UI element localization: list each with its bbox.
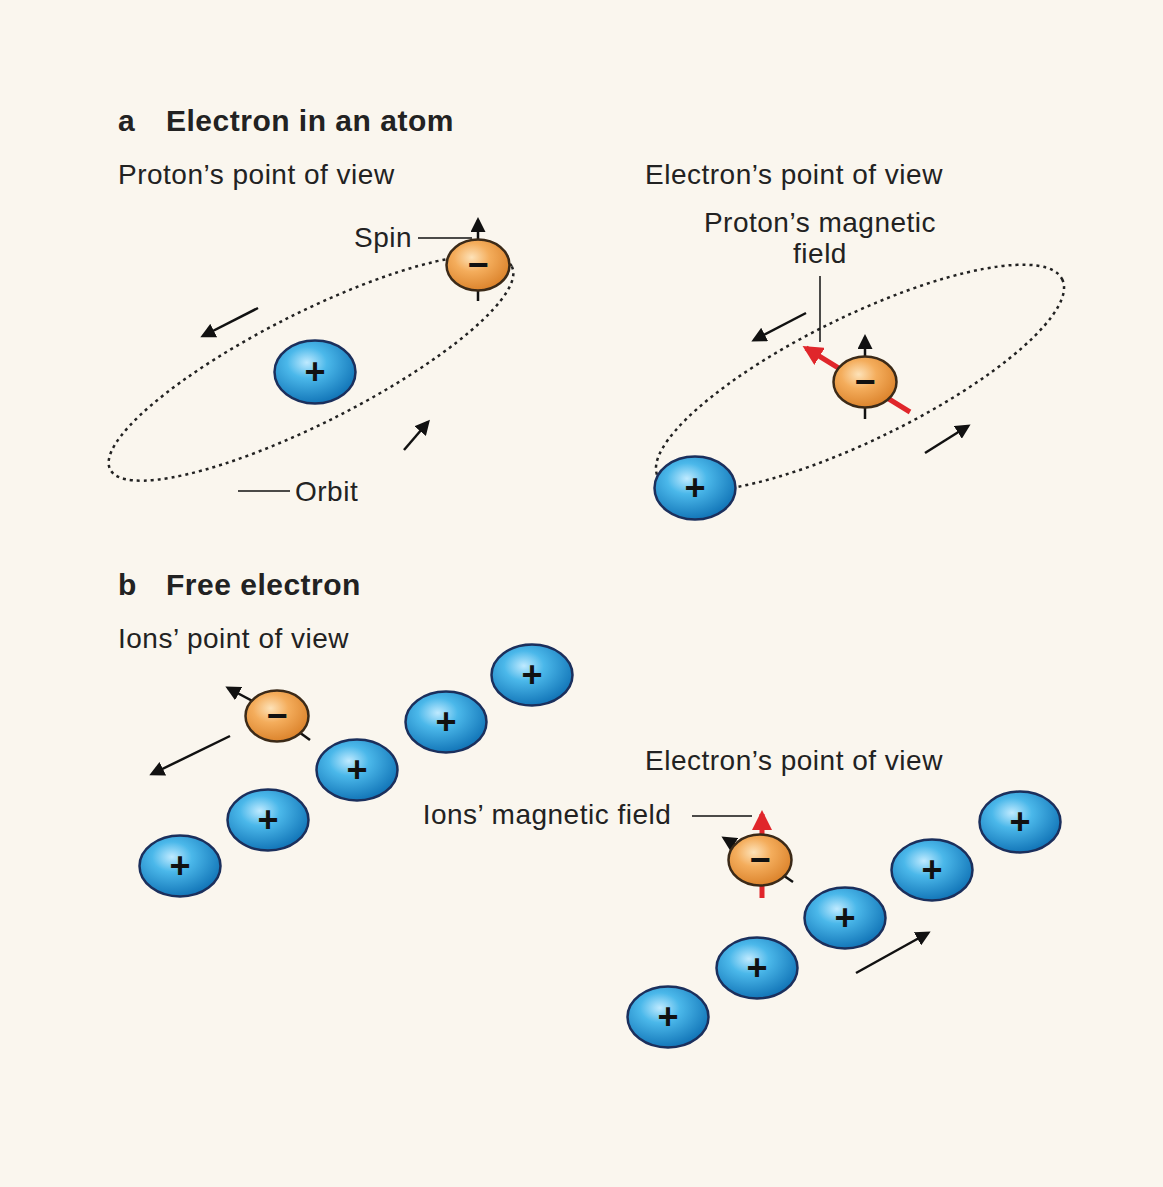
electron-circle: −: [727, 833, 793, 887]
motion-arrow: [404, 422, 428, 450]
proton-circle: +: [715, 936, 799, 1000]
motion-arrow: [203, 308, 258, 336]
panel-letter: a: [118, 104, 135, 137]
charge-sign: −: [467, 247, 488, 283]
proton-circle: +: [653, 455, 737, 521]
proton-circle: +: [138, 834, 222, 898]
panel-title: Free electron: [166, 568, 361, 601]
particle-body: [834, 357, 897, 408]
proton-circle: +: [978, 790, 1062, 854]
proton-circle: +: [626, 985, 710, 1049]
spin-arrow: [477, 220, 480, 240]
particle-body: [717, 938, 798, 999]
callout-label: Orbit: [295, 477, 358, 508]
view-caption: Electron’s point of view: [645, 746, 943, 777]
motion-arrow: [152, 736, 230, 774]
particle-body: [275, 341, 356, 404]
particle-body: [892, 840, 973, 901]
charge-sign: +: [684, 470, 705, 506]
particle-body: [140, 836, 221, 897]
orbit-path: [631, 224, 1090, 533]
view-caption: Proton’s point of view: [118, 160, 395, 191]
proton-circle: +: [890, 838, 974, 902]
particle-body: [628, 987, 709, 1048]
charge-sign: +: [257, 802, 278, 838]
panel-title: Electron in an atom: [166, 104, 454, 137]
charge-sign: −: [854, 364, 875, 400]
electron-circle: −: [445, 238, 511, 292]
particle-body: [447, 240, 510, 291]
charge-sign: +: [657, 999, 678, 1035]
callout-label: Spin: [354, 223, 412, 254]
charge-sign: +: [169, 848, 190, 884]
proton-circle: +: [315, 738, 399, 802]
proton-circle: +: [490, 643, 574, 707]
spin-arrow: [864, 337, 867, 357]
charge-sign: +: [304, 354, 325, 390]
particle-body: [406, 692, 487, 753]
view-caption: Ions’ point of view: [118, 624, 349, 655]
leader-line: [418, 237, 472, 239]
particle-body: [729, 835, 792, 886]
charge-sign: +: [746, 950, 767, 986]
particle-body: [805, 888, 886, 949]
charge-sign: +: [921, 852, 942, 888]
callout-label: Proton’s magnetic field: [675, 208, 965, 270]
charge-sign: −: [749, 842, 770, 878]
particle-body: [317, 740, 398, 801]
motion-arrow: [754, 313, 806, 340]
charge-sign: +: [435, 704, 456, 740]
orbit-path: [85, 217, 536, 518]
particle-body: [246, 691, 309, 742]
proton-circle: +: [404, 690, 488, 754]
panel-letter: b: [118, 568, 137, 601]
motion-arrow: [925, 426, 968, 453]
particle-body: [655, 457, 736, 520]
charge-sign: +: [1009, 804, 1030, 840]
charge-sign: +: [346, 752, 367, 788]
proton-circle: +: [803, 886, 887, 950]
particle-body: [228, 790, 309, 851]
spin-axis: [864, 408, 867, 419]
proton-circle: +: [226, 788, 310, 852]
leader-line: [819, 276, 821, 342]
electron-circle: −: [244, 689, 310, 743]
proton-circle: +: [273, 339, 357, 405]
electron-circle: −: [832, 355, 898, 409]
particle-body: [980, 792, 1061, 853]
magnetic-field-arrow: [806, 348, 910, 412]
charge-sign: −: [266, 698, 287, 734]
callout-label: Ions’ magnetic field: [422, 800, 672, 831]
charge-sign: +: [834, 900, 855, 936]
view-caption: Electron’s point of view: [645, 160, 943, 191]
particle-body: [492, 645, 573, 706]
charge-sign: +: [521, 657, 542, 693]
leader-line: [238, 490, 290, 492]
leader-line: [692, 815, 752, 817]
